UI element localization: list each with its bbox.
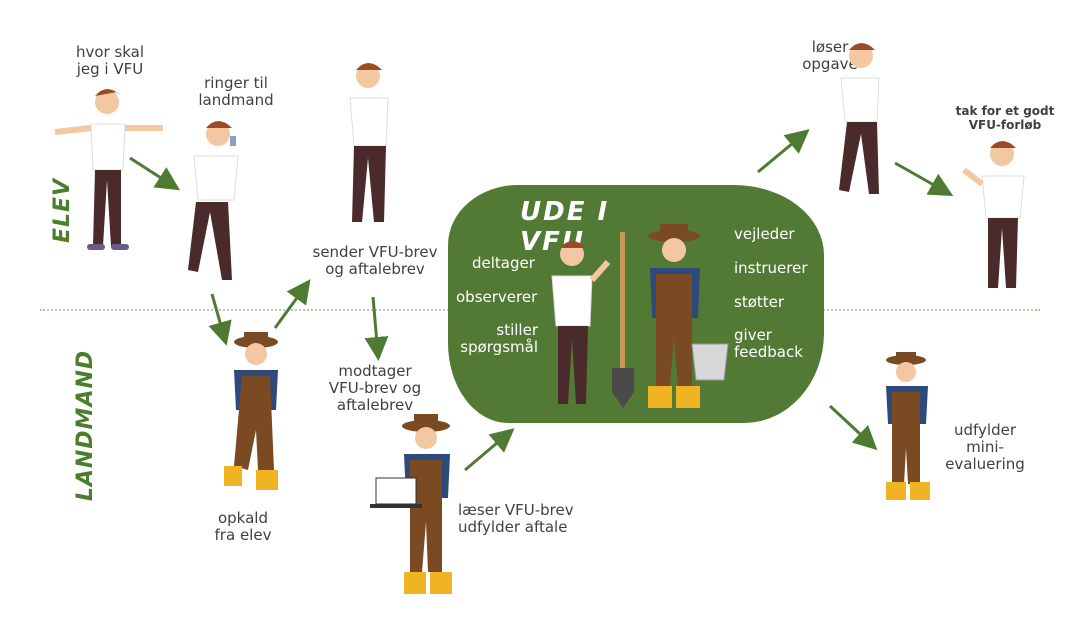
role-giver-feedback: giver feedback: [734, 326, 803, 361]
student-phone-figure: [188, 121, 239, 280]
label-opkald-fra-elev: opkald fra elev: [214, 509, 272, 544]
student-thumbsup-figure: [962, 141, 1025, 288]
arrow-6: [757, 129, 810, 174]
label-hvor-skal-jeg: hvor skal jeg i VFU: [75, 43, 145, 78]
farmer-instructor-figure: [648, 224, 700, 408]
label-ringer-til-landmand: ringer til landmand: [198, 74, 274, 109]
arrow-4: [364, 296, 389, 361]
farmer-laptop-figure: [370, 414, 452, 594]
label-modtager-brev: modtager VFU-brev og aftalebrev: [328, 362, 422, 414]
label-tak-for-forloeb: tak for et godt VFU-forløb: [955, 104, 1055, 132]
student-standing-figure: [349, 63, 389, 222]
student-waving-figure: [551, 241, 611, 404]
bucket-icon: [691, 343, 729, 381]
shovel-icon: [612, 232, 634, 408]
farmer-thumbsup-figure: [886, 352, 930, 500]
student-shrug-figure: [54, 89, 163, 250]
label-sender-brev: sender VFU-brev og aftalebrev: [312, 243, 438, 278]
arrow-3: [273, 279, 311, 329]
arrow-5: [464, 428, 515, 472]
arrow-2: [208, 293, 232, 346]
arrow-8: [828, 404, 878, 451]
role-stiller-spoergsmaal: stiller spørgsmål: [460, 321, 538, 356]
role-stoetter: støtter: [734, 293, 785, 311]
role-observerer: observerer: [456, 288, 538, 306]
label-loeser-opgave: løser opgave: [802, 38, 858, 73]
label-laeser-brev: læser VFU-brev udfylder aftale: [458, 501, 574, 536]
student-walking-figure: [839, 43, 880, 194]
arrow-7: [894, 161, 954, 196]
ude-i-vfu-area: [448, 185, 824, 423]
farmer-phone-figure: [224, 332, 278, 490]
label-udfylder-evaluering: udfylder mini- evaluering: [945, 421, 1025, 473]
arrow-1: [129, 156, 181, 191]
role-deltager: deltager: [472, 254, 535, 272]
role-instruerer: instruerer: [734, 259, 808, 277]
role-vejleder: vejleder: [734, 225, 795, 243]
